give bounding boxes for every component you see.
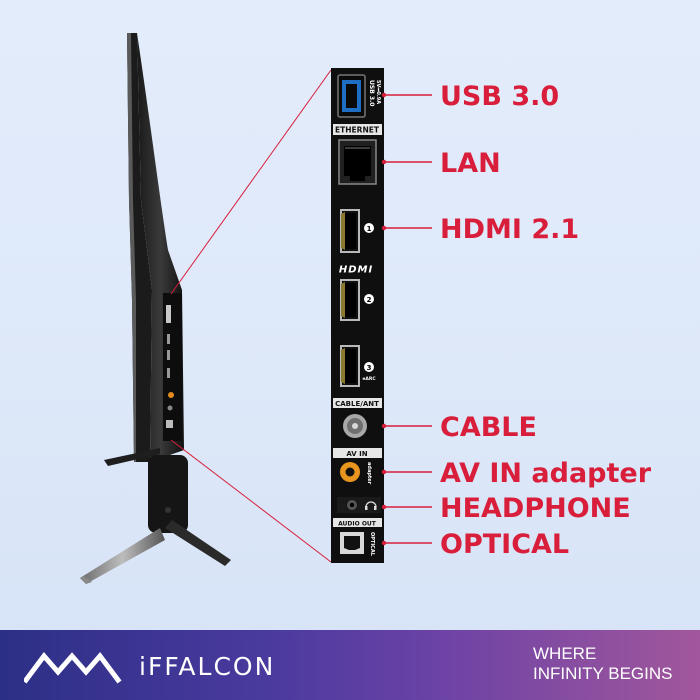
audio-out-label: AUDIO OUT bbox=[338, 521, 377, 528]
optical-side-label: OPTICAL bbox=[369, 532, 375, 557]
usb-port: USB 3.0 5V⎓0.9A bbox=[337, 74, 381, 118]
cable-port bbox=[343, 414, 367, 438]
hdmi-port-2: 2 bbox=[340, 279, 374, 321]
hdmi-3-number: 3 bbox=[367, 364, 372, 372]
usb-side-label: USB 3.0 bbox=[368, 80, 375, 106]
callout-cable: CABLE bbox=[440, 412, 537, 443]
callout-lan: LAN bbox=[440, 148, 501, 179]
zoom-lines bbox=[170, 69, 332, 563]
port-panel: USB 3.0 5V⎓0.9A ETHERNET 1 HDMI bbox=[331, 68, 384, 563]
callout-av-in: AV IN adapter bbox=[440, 458, 652, 489]
callout-usb: USB 3.0 bbox=[440, 81, 560, 112]
tv-stand bbox=[80, 448, 231, 584]
callout-hdmi: HDMI 2.1 bbox=[440, 214, 580, 245]
adapter-label: adapter bbox=[366, 462, 372, 485]
tv-illustration: USB 3.0 5V⎓0.9A ETHERNET 1 HDMI bbox=[80, 33, 432, 584]
headphone-port bbox=[337, 497, 381, 513]
hdmi-port-1: 1 bbox=[340, 209, 374, 253]
hdmi-1-number: 1 bbox=[367, 225, 372, 233]
brand-footer: iFFALCON WHERE INFINITY BEGINS bbox=[0, 630, 700, 700]
av-in-label: AV IN bbox=[346, 450, 367, 458]
iffalcon-logo-icon bbox=[24, 652, 122, 684]
ethernet-port bbox=[338, 139, 377, 185]
av-in-port: adapter bbox=[340, 462, 372, 485]
brand-name: iFFALCON bbox=[139, 652, 276, 681]
tv-side-profile bbox=[127, 33, 184, 462]
usb-rating-label: 5V⎓0.9A bbox=[375, 80, 381, 104]
tagline-line-1: WHERE bbox=[533, 644, 597, 663]
ethernet-label: ETHERNET bbox=[335, 126, 380, 135]
tagline: WHERE INFINITY BEGINS bbox=[533, 644, 673, 684]
tagline-line-2: INFINITY BEGINS bbox=[533, 664, 673, 683]
callout-headphone: HEADPHONE bbox=[440, 493, 631, 524]
optical-port: OPTICAL bbox=[340, 532, 375, 557]
callout-optical: OPTICAL bbox=[440, 529, 570, 560]
product-diagram: USB 3.0 5V⎓0.9A ETHERNET 1 HDMI bbox=[80, 33, 652, 584]
hdmi-3-sublabel: eARC bbox=[362, 376, 376, 382]
hdmi-2-number: 2 bbox=[367, 296, 372, 304]
hdmi-port-3: 3 eARC bbox=[340, 345, 376, 387]
callout-pointers bbox=[381, 92, 432, 546]
hdmi-logo: HDMI bbox=[339, 265, 373, 276]
cable-ant-label: CABLE/ANT bbox=[335, 400, 379, 408]
